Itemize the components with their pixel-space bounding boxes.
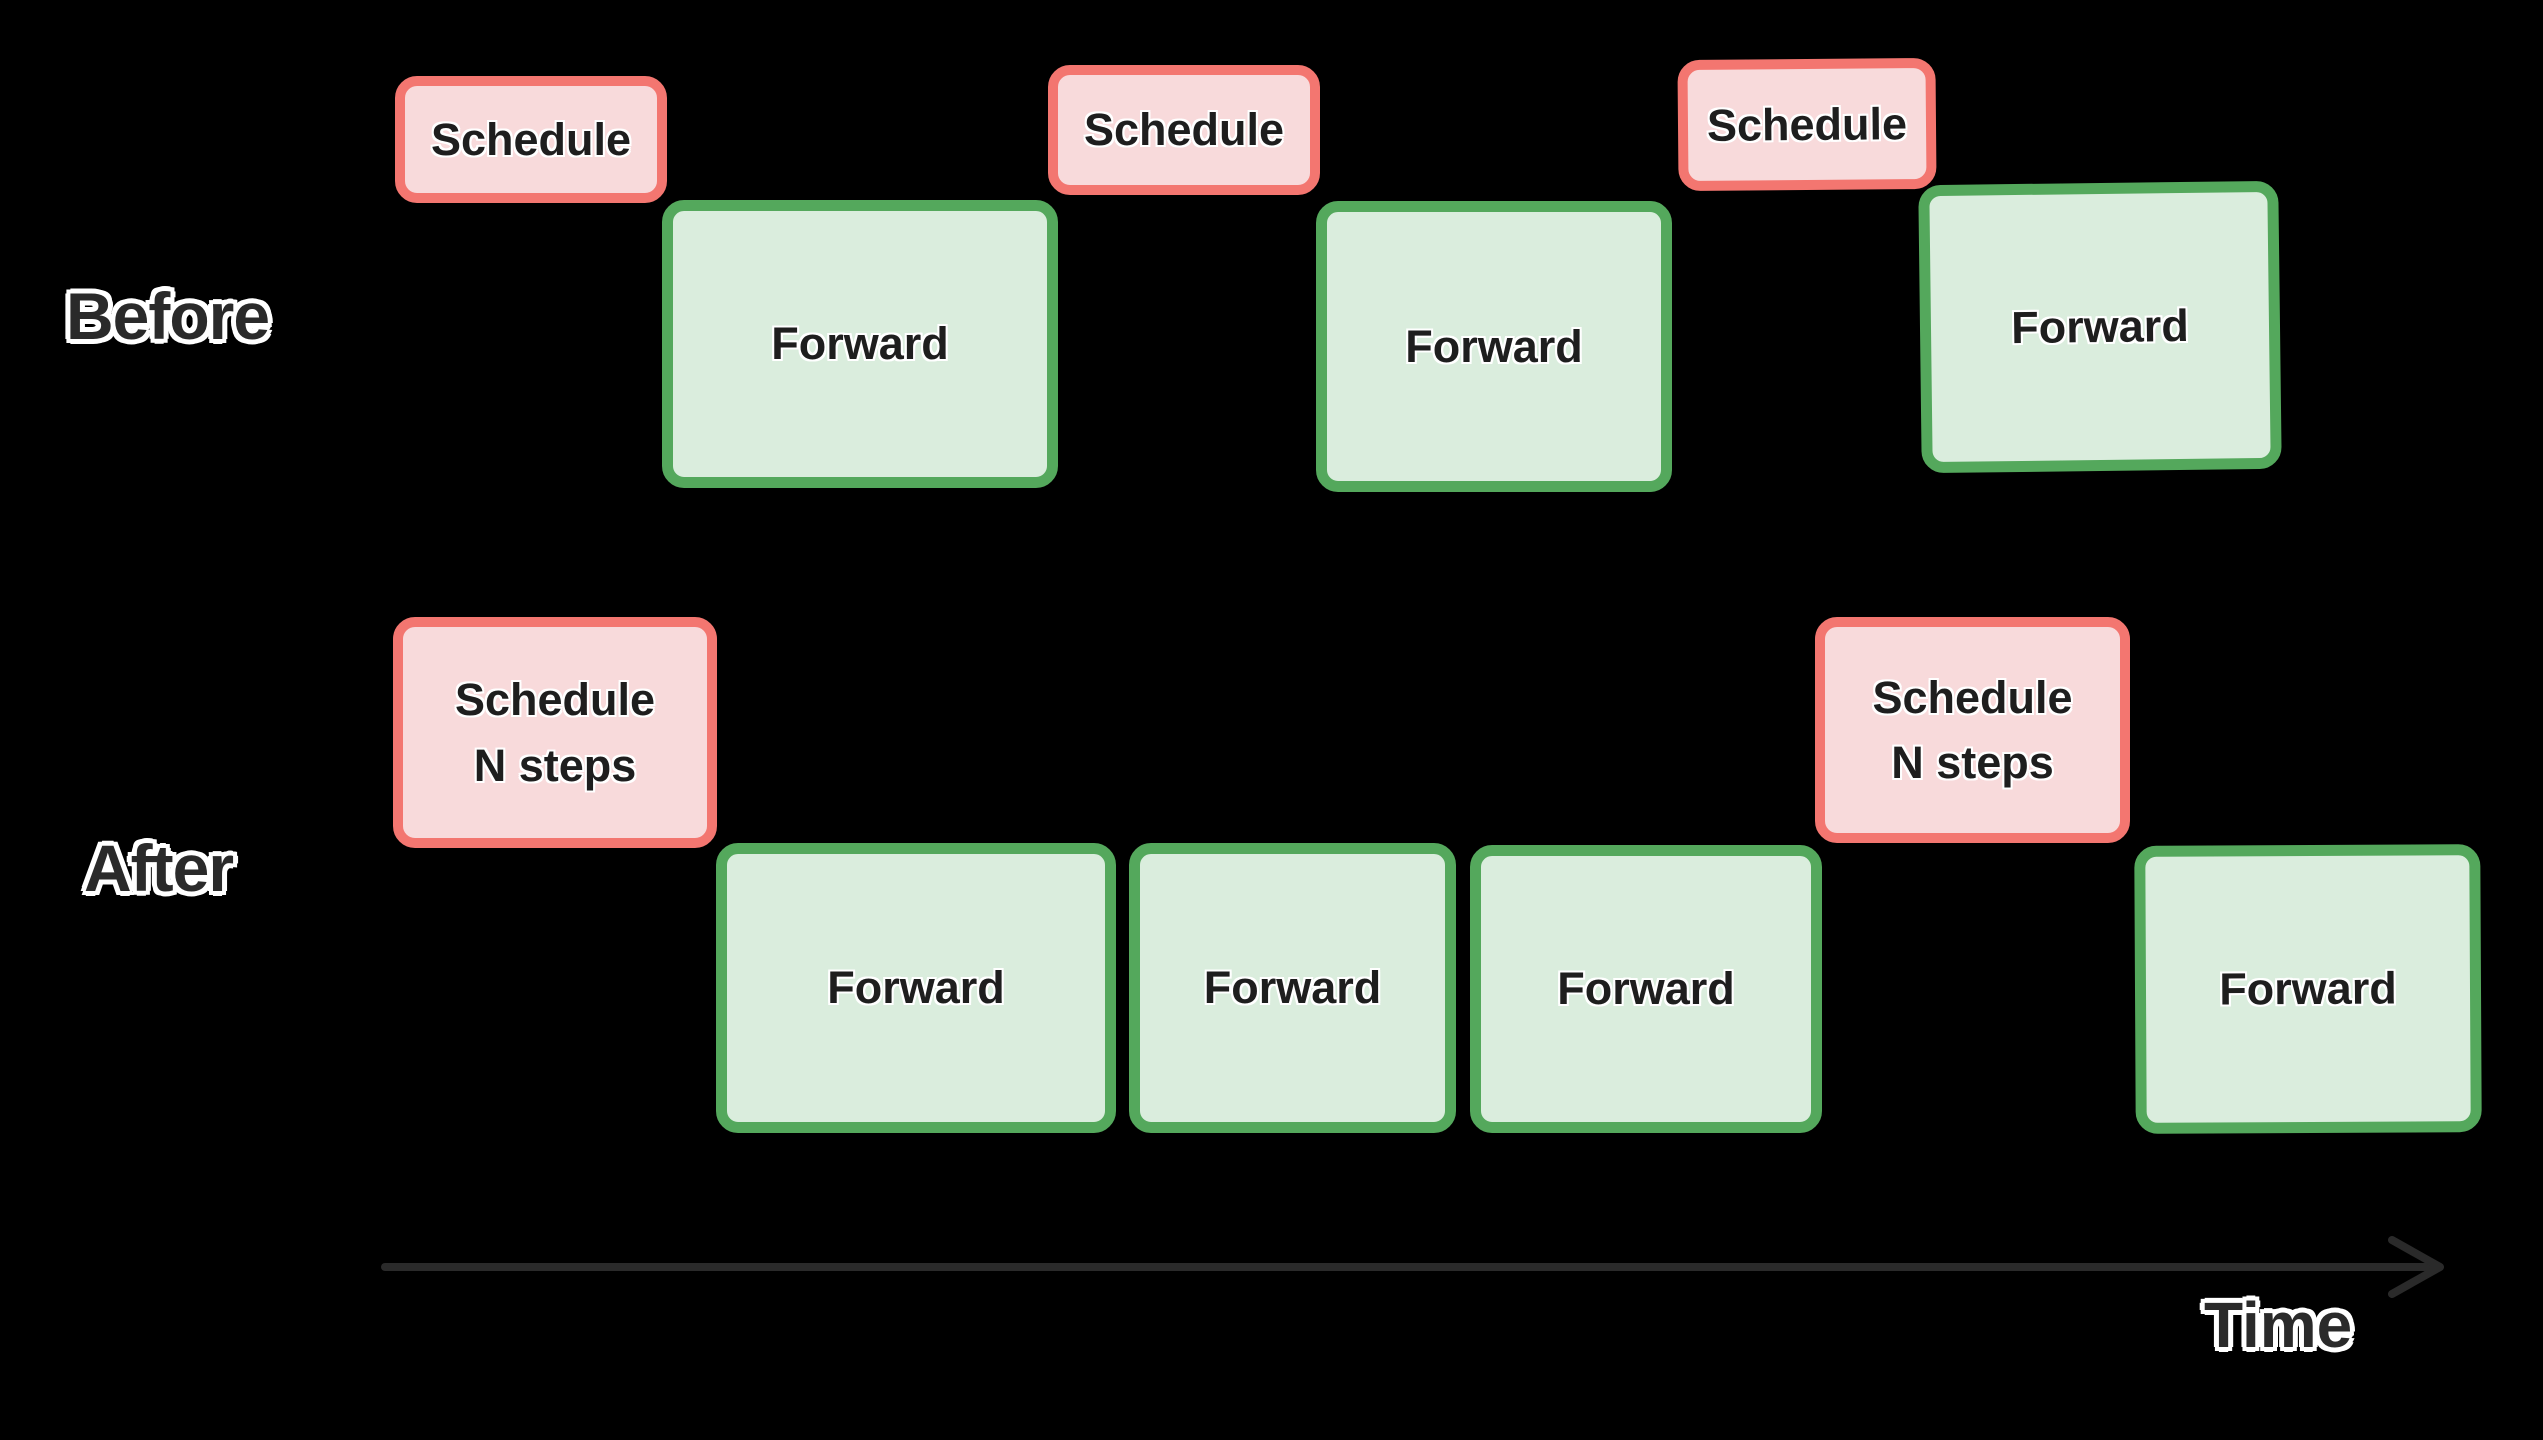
before-schedule-1: Schedule	[395, 76, 667, 203]
before-schedule-2: Schedule	[1048, 65, 1320, 195]
before-row-label: Before	[66, 279, 270, 353]
after-forward-3: Forward	[1470, 845, 1822, 1133]
forward-block-label: Forward	[2010, 300, 2190, 354]
after-forward-1: Forward	[716, 843, 1116, 1133]
forward-block-label: Forward	[1557, 963, 1735, 1015]
schedule-block-label: Schedule	[430, 113, 632, 165]
forward-block-label: Forward	[2219, 962, 2397, 1015]
after-schedule-1: Schedule N steps	[393, 617, 717, 848]
after-row-label: After	[84, 831, 234, 905]
before-forward-3: Forward	[1918, 180, 2282, 474]
schedule-block-label: Schedule N steps	[1872, 671, 2073, 788]
after-forward-4: Forward	[2134, 844, 2482, 1134]
forward-block-label: Forward	[827, 962, 1005, 1014]
before-schedule-3: Schedule	[1677, 57, 1937, 192]
schedule-block-label: Schedule	[1706, 98, 1908, 151]
schedule-block-label: Schedule	[1083, 104, 1285, 156]
time-axis-label: Time	[2204, 1289, 2353, 1361]
before-forward-2: Forward	[1316, 201, 1672, 492]
before-forward-1: Forward	[662, 200, 1058, 488]
forward-block-label: Forward	[1203, 962, 1382, 1014]
time-arrowhead-icon	[2388, 1236, 2444, 1298]
forward-block-label: Forward	[771, 318, 949, 370]
after-forward-2: Forward	[1129, 843, 1456, 1133]
forward-block-label: Forward	[1405, 320, 1583, 372]
schedule-block-label: Schedule N steps	[454, 674, 656, 791]
after-schedule-2: Schedule N steps	[1815, 617, 2130, 843]
